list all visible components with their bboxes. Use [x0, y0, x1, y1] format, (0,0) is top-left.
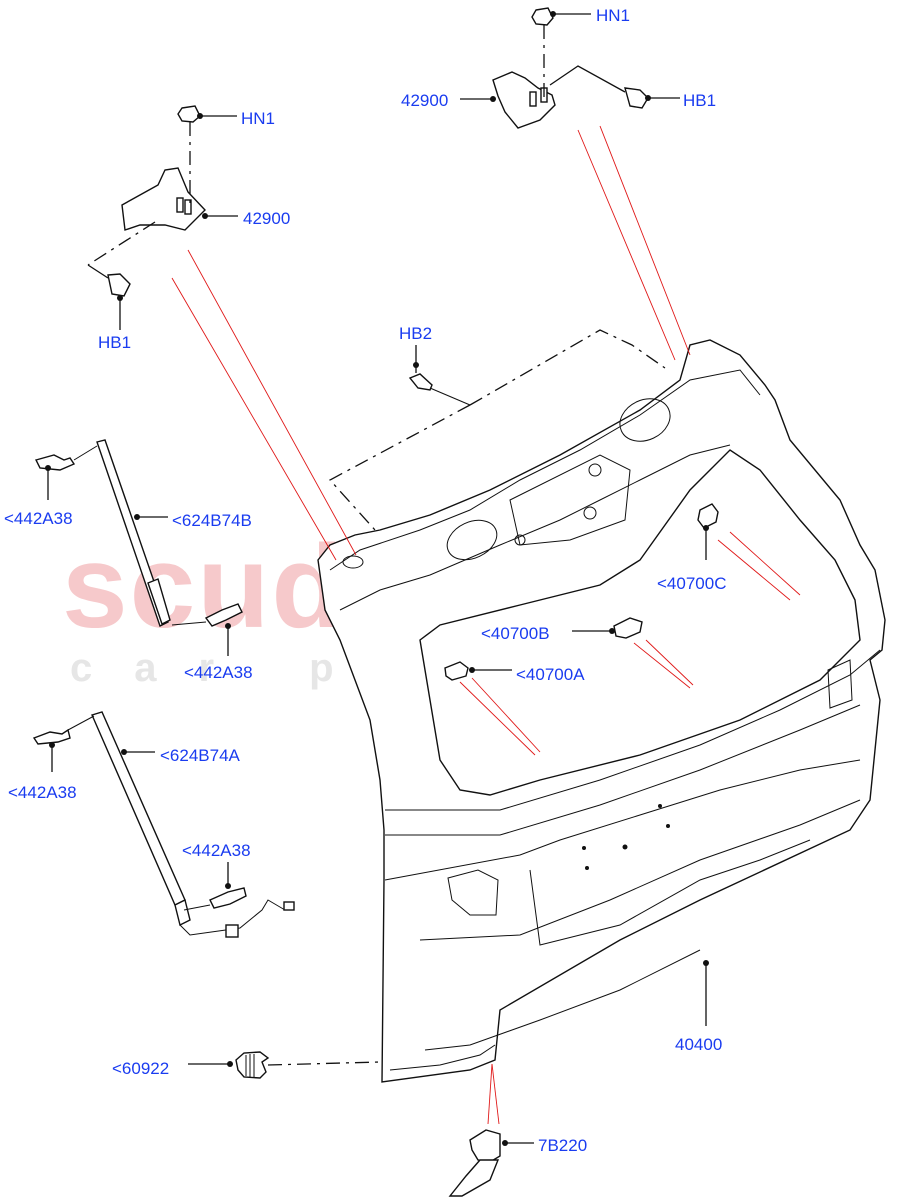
ball-stud-a-lower[interactable]: [209, 887, 247, 909]
hinge-left[interactable]: [121, 167, 206, 231]
callout-hn1-left[interactable]: HN1: [241, 109, 276, 128]
ball-stud-b-lower[interactable]: [204, 603, 243, 627]
gas-strut-b[interactable]: [96, 439, 171, 627]
callout-42900-left-hinge[interactable]: 42900: [243, 209, 291, 228]
callout-40700c[interactable]: <40700C: [657, 574, 727, 593]
ball-stud-a-upper[interactable]: [32, 728, 71, 745]
callout-hb1-top[interactable]: HB1: [683, 91, 717, 110]
clip-b[interactable]: [613, 617, 643, 639]
callout-hb1-left[interactable]: HB1: [98, 333, 132, 352]
tailgate-assembly[interactable]: [317, 339, 886, 1083]
bump-stop[interactable]: [235, 1051, 270, 1079]
leader-lines: [45, 11, 709, 1146]
callout-40700b[interactable]: <40700B: [481, 624, 550, 643]
hn1-nut-right[interactable]: [531, 7, 554, 26]
clip-c[interactable]: [697, 503, 719, 529]
callout-442a38-strut-b-upper[interactable]: <442A38: [4, 509, 73, 528]
callout-40400-tailgate[interactable]: 40400: [675, 1035, 723, 1054]
callout-7b220-bracket[interactable]: 7B220: [538, 1136, 588, 1155]
callout-hn1-top[interactable]: HN1: [596, 6, 631, 25]
ball-stud-b-upper[interactable]: [34, 454, 76, 471]
hinge-right[interactable]: [492, 71, 556, 129]
reference-lines: [171, 125, 801, 1125]
hb1-bolt-left[interactable]: [107, 273, 131, 297]
bracket-7b220[interactable]: [448, 1129, 501, 1197]
callout-40700a[interactable]: <40700A: [516, 665, 585, 684]
hn1-nut-left[interactable]: [177, 105, 201, 123]
hb1-bolt-right[interactable]: [624, 87, 649, 109]
gas-strut-a[interactable]: [91, 711, 191, 927]
callout-442a38-strut-a-upper[interactable]: <442A38: [8, 783, 77, 802]
callout-442a38-strut-b-lower[interactable]: <442A38: [184, 663, 253, 682]
clip-a[interactable]: [444, 661, 469, 681]
callout-624b74b[interactable]: <624B74B: [172, 511, 252, 530]
callout-42900-right-hinge[interactable]: 42900: [401, 91, 449, 110]
callout-442a38-strut-a-lower[interactable]: <442A38: [182, 841, 251, 860]
callout-60922-bump-stop[interactable]: <60922: [112, 1059, 170, 1078]
callout-hb2[interactable]: HB2: [399, 324, 433, 343]
callout-624b74a[interactable]: <624B74A: [160, 746, 240, 765]
hb2-bolt[interactable]: [408, 373, 471, 406]
